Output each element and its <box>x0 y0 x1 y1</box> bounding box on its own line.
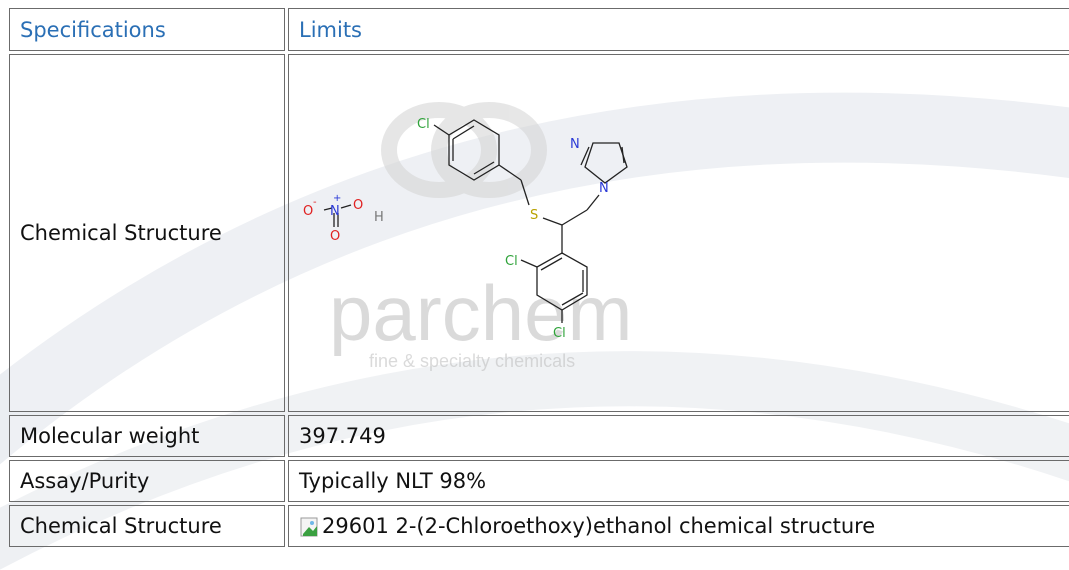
table-header-row: Specifications Limits <box>9 8 1069 51</box>
atom-cl-bottom: Cl <box>553 326 566 341</box>
charge-minus: - <box>313 197 317 208</box>
broken-image-icon <box>300 517 318 537</box>
atom-n-top: N <box>570 137 580 152</box>
atom-o-h: O <box>353 198 363 213</box>
atom-o-minus: O <box>303 204 313 219</box>
row-value-molecular-weight: 397.749 <box>288 415 1069 457</box>
table-row: Assay/Purity Typically NLT 98% <box>9 460 1069 502</box>
table-row: Chemical Structure parchem fine & specia… <box>9 54 1069 412</box>
chemical-structure-image: parchem fine & specialty chemicals <box>303 102 632 371</box>
charge-plus: + <box>333 193 341 204</box>
row-value-structure-image: 29601 2-(2-Chloroethoxy)ethanol chemical… <box>288 505 1069 547</box>
chemical-structure-cell: parchem fine & specialty chemicals <box>288 54 1069 412</box>
specification-table: Specifications Limits Chemical Structure… <box>6 5 1069 550</box>
row-value-assay-purity: Typically NLT 98% <box>288 460 1069 502</box>
parchem-watermark: parchem fine & specialty chemicals <box>329 102 632 371</box>
atom-cl-mid: Cl <box>505 254 518 269</box>
atom-n-plus: N <box>330 204 340 219</box>
atom-n-ring: N <box>599 181 609 196</box>
atom-h: H <box>374 210 384 225</box>
atom-s: S <box>530 208 538 223</box>
row-label-assay-purity: Assay/Purity <box>9 460 285 502</box>
table-row: Molecular weight 397.749 <box>9 415 1069 457</box>
atom-o-bottom: O <box>330 229 340 244</box>
row-label-molecular-weight: Molecular weight <box>9 415 285 457</box>
row-label-chemical-structure-2: Chemical Structure <box>9 505 285 547</box>
header-limits: Limits <box>288 8 1069 51</box>
watermark-tagline: fine & specialty chemicals <box>369 351 575 371</box>
header-specifications: Specifications <box>9 8 285 51</box>
atom-cl-top: Cl <box>417 117 430 132</box>
table-row: Chemical Structure 29601 2-(2-Chloroetho… <box>9 505 1069 547</box>
row-label-chemical-structure: Chemical Structure <box>9 54 285 412</box>
structure-image-alt-text: 29601 2-(2-Chloroethoxy)ethanol chemical… <box>322 514 876 538</box>
